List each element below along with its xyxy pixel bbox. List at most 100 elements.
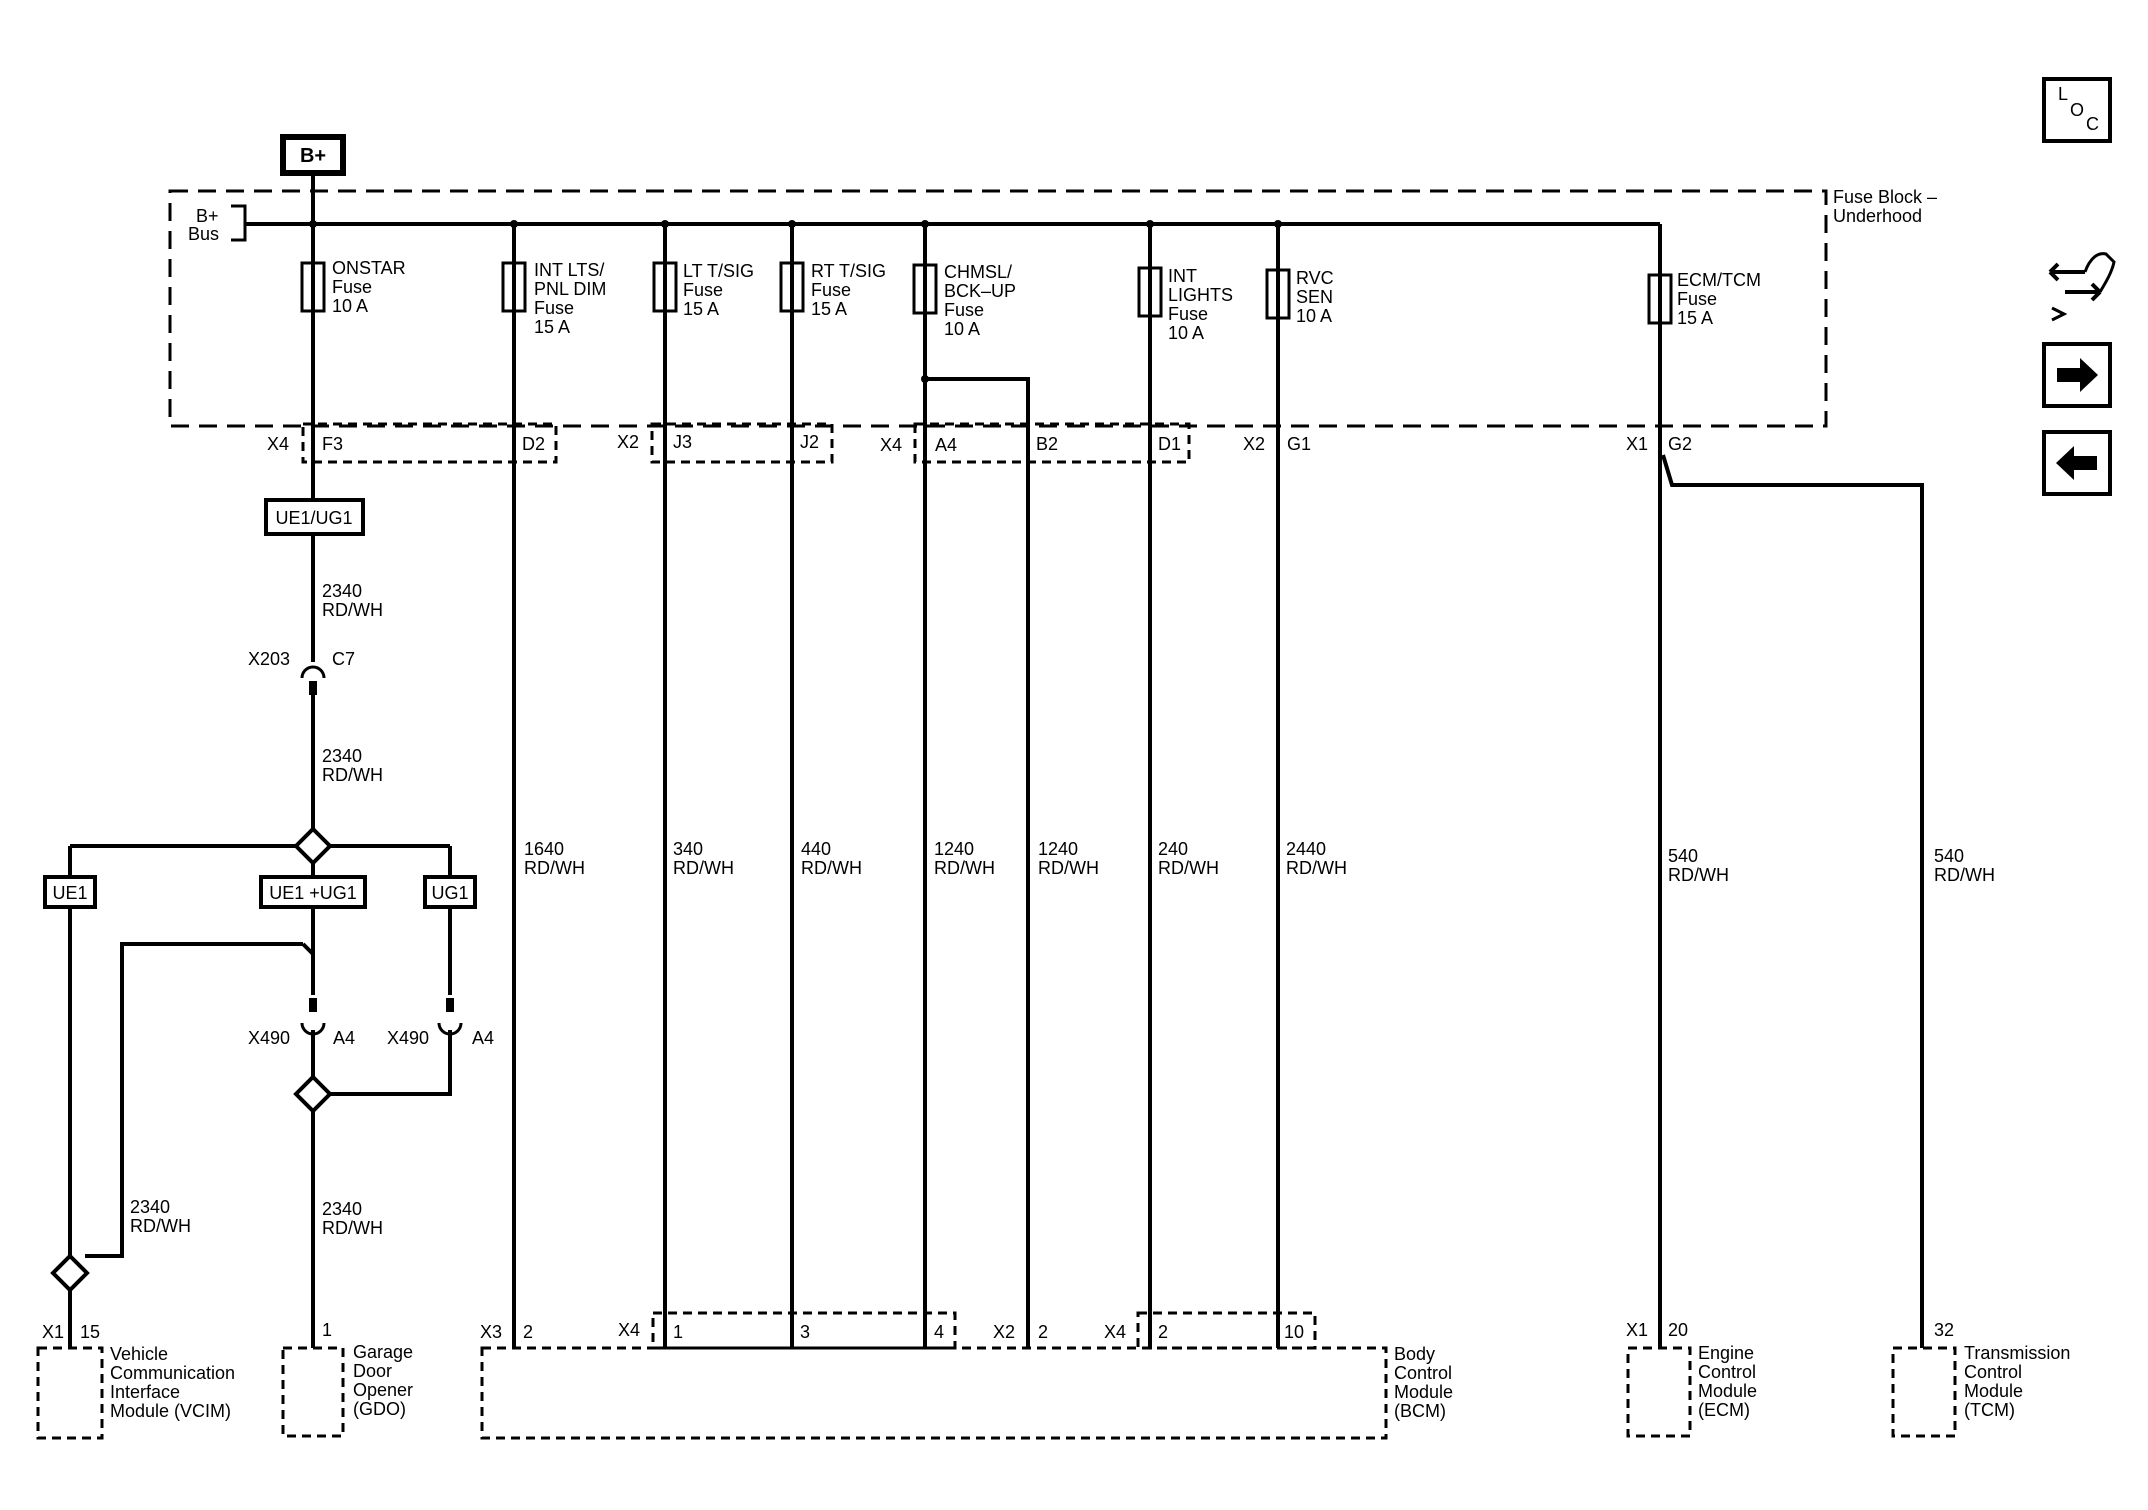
svg-text:Vehicle: Vehicle [110, 1344, 168, 1364]
svg-text:J3: J3 [673, 432, 692, 452]
svg-text:A4: A4 [472, 1028, 494, 1048]
svg-text:15 A: 15 A [1677, 308, 1713, 328]
svg-text:Fuse: Fuse [683, 280, 723, 300]
svg-text:C7: C7 [332, 649, 355, 669]
battery-source-label: B+ [300, 145, 326, 167]
svg-text:Fuse: Fuse [332, 277, 372, 297]
svg-text:Control: Control [1698, 1362, 1756, 1382]
wire-label-240-circuit: 240 [1158, 839, 1188, 859]
wire-label-2340-gdo-color: RD/WH [322, 1218, 383, 1238]
splice-chmsl [921, 375, 929, 383]
wire-label-2340-b-color: RD/WH [322, 765, 383, 785]
connector-end-view-icon[interactable] [2048, 252, 2116, 322]
svg-text:Communication: Communication [110, 1363, 235, 1383]
svg-text:G2: G2 [1668, 434, 1692, 454]
svg-text:1: 1 [322, 1320, 332, 1340]
svg-text:2: 2 [1158, 1322, 1168, 1342]
connector-x490-right: X490 A4 [387, 998, 494, 1048]
svg-text:X4: X4 [1104, 1322, 1126, 1342]
loc-button[interactable]: L O C [2042, 77, 2112, 143]
svg-text:G1: G1 [1287, 434, 1311, 454]
wire-1240-b [925, 377, 1030, 1348]
svg-text:X1: X1 [1626, 1320, 1648, 1340]
fuse-block-connector-x2a [650, 422, 834, 464]
fuse-onstar: ONSTAR Fuse 10 A [300, 258, 406, 316]
wire-label-2340-vcim-color: RD/WH [130, 1216, 191, 1236]
svg-text:10: 10 [1284, 1322, 1304, 1342]
svg-text:2: 2 [1038, 1322, 1048, 1342]
wire-label-1240-b-circuit: 1240 [1038, 839, 1078, 859]
splice-vcim [50, 1253, 90, 1293]
fuse-lt-tsig: LT T/SIG Fuse 15 A [652, 261, 754, 319]
previous-page-arrow-icon[interactable] [2042, 430, 2112, 496]
bus-bracket [231, 204, 247, 242]
module-tcm: 32 Transmission Control Module (TCM) [1891, 1320, 2070, 1438]
fuse-int-lts-pnl-dim: INT LTS/ PNL DIM Fuse 15 A [501, 260, 606, 337]
svg-text:2: 2 [523, 1322, 533, 1342]
svg-text:Module (VCIM): Module (VCIM) [110, 1401, 231, 1421]
wire-2340-vcim-return [85, 942, 303, 1258]
wire-label-2340-a-color: RD/WH [322, 600, 383, 620]
fuse-block-pin-labels: X4 F3 D2 X2 J3 J2 X4 A4 B2 D1 X2 G1 X1 G… [267, 432, 1692, 455]
svg-text:20: 20 [1668, 1320, 1688, 1340]
svg-text:C: C [2086, 114, 2099, 134]
svg-text:Module: Module [1964, 1381, 2023, 1401]
svg-text:Fuse: Fuse [534, 298, 574, 318]
svg-text:D1: D1 [1158, 434, 1181, 454]
svg-text:15 A: 15 A [683, 299, 719, 319]
svg-text:A4: A4 [935, 435, 957, 455]
svg-text:Body: Body [1394, 1344, 1435, 1364]
bcm-connector-x4b [1136, 1311, 1317, 1350]
svg-text:10 A: 10 A [1296, 306, 1332, 326]
svg-text:10 A: 10 A [1168, 323, 1204, 343]
wire-label-2440-color: RD/WH [1286, 858, 1347, 878]
svg-text:ONSTAR: ONSTAR [332, 258, 406, 278]
wire-label-2440-circuit: 2440 [1286, 839, 1326, 859]
splice-upper [293, 826, 333, 866]
fuse-int-lights: INT LIGHTS Fuse 10 A [1137, 266, 1233, 343]
wire-label-2340-gdo-circuit: 2340 [322, 1199, 362, 1219]
fuse-block-connector-x4a [301, 422, 558, 464]
wire-label-540-tcm-circuit: 540 [1934, 846, 1964, 866]
wire-label-2340-b-circuit: 2340 [322, 746, 362, 766]
module-vcim: X1 15 Vehicle Communication Interface Mo… [36, 1322, 235, 1440]
svg-text:X4: X4 [880, 435, 902, 455]
svg-text:BCK–UP: BCK–UP [944, 281, 1016, 301]
svg-text:15 A: 15 A [811, 299, 847, 319]
svg-text:A4: A4 [333, 1028, 355, 1048]
module-gdo: 1 Garage Door Opener (GDO) [281, 1320, 413, 1438]
fuse-block-outline [168, 189, 1828, 428]
wire-label-340-color: RD/WH [673, 858, 734, 878]
wire-label-1240-a-circuit: 1240 [934, 839, 974, 859]
wire-label-440-color: RD/WH [801, 858, 862, 878]
svg-text:J2: J2 [800, 432, 819, 452]
svg-text:X2: X2 [617, 432, 639, 452]
wire-label-540-ecm-circuit: 540 [1668, 846, 1698, 866]
fuse-chmsl-bck-up: CHMSL/ BCK–UP Fuse 10 A [912, 262, 1016, 339]
svg-text:X2: X2 [1243, 434, 1265, 454]
svg-text:X2: X2 [993, 1322, 1015, 1342]
svg-text:Fuse: Fuse [1677, 289, 1717, 309]
svg-text:LIGHTS: LIGHTS [1168, 285, 1233, 305]
svg-text:X1: X1 [1626, 434, 1648, 454]
svg-text:15: 15 [80, 1322, 100, 1342]
svg-text:Opener: Opener [353, 1380, 413, 1400]
svg-text:(ECM): (ECM) [1698, 1400, 1750, 1420]
svg-text:Fuse: Fuse [1168, 304, 1208, 324]
wire-label-540-ecm-color: RD/WH [1668, 865, 1729, 885]
svg-text:L: L [2058, 84, 2068, 104]
next-page-arrow-icon[interactable] [2042, 342, 2112, 408]
wire-label-1640-circuit: 1640 [524, 839, 564, 859]
option-label-ug1-text: UG1 [431, 883, 468, 903]
svg-text:B2: B2 [1036, 434, 1058, 454]
fuse-block-title-line2: Underhood [1833, 206, 1922, 226]
svg-text:(TCM): (TCM) [1964, 1400, 2015, 1420]
fuse-block-connector-x4b [913, 422, 1191, 464]
svg-text:15 A: 15 A [534, 317, 570, 337]
wire-label-1640-color: RD/WH [524, 858, 585, 878]
svg-text:X203: X203 [248, 649, 290, 669]
svg-text:(BCM): (BCM) [1394, 1401, 1446, 1421]
connector-x490-left: X490 A4 [248, 998, 355, 1048]
svg-text:Module: Module [1698, 1381, 1757, 1401]
svg-text:PNL DIM: PNL DIM [534, 279, 606, 299]
